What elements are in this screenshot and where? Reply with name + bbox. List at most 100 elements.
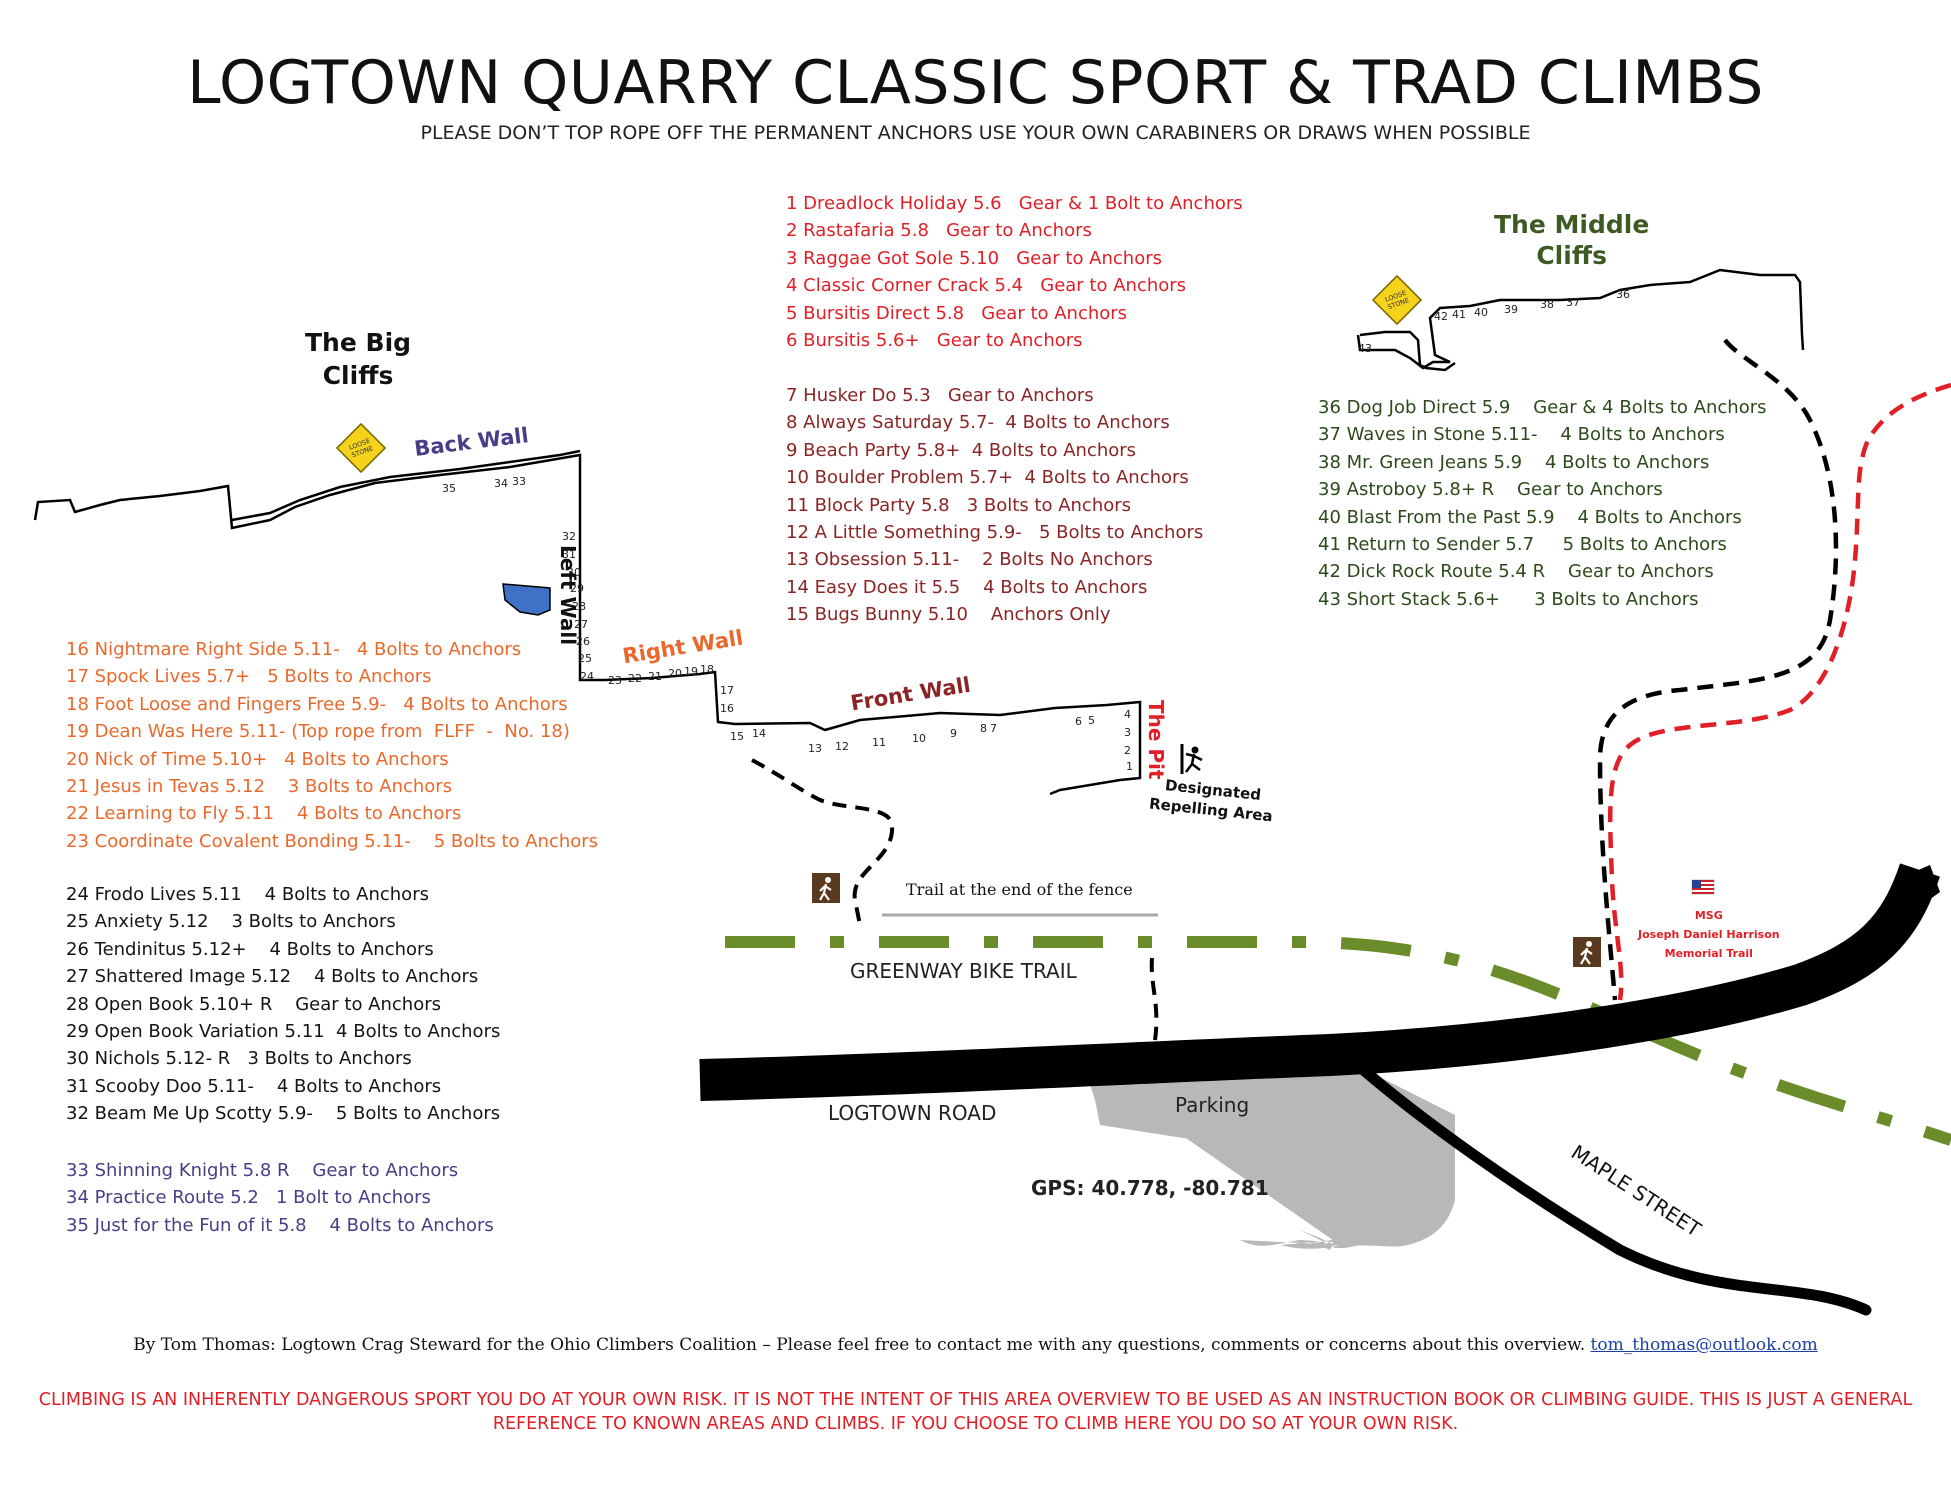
gps-coordinates: GPS: 40.778, -80.781	[1031, 1176, 1269, 1200]
route-item: 10 Boulder Problem 5.7+ 4 Bolts to Ancho…	[786, 467, 1189, 489]
routes-list-front-wall: 7 Husker Do 5.3 Gear to Anchors 8 Always…	[786, 382, 1203, 629]
route-number-label: 33	[512, 475, 526, 488]
route-number-label: 35	[442, 482, 456, 495]
route-item: 19 Dean Was Here 5.11- (Top rope from FL…	[66, 721, 570, 743]
email-link[interactable]: tom_thomas@outlook.com	[1590, 1335, 1818, 1355]
route-number-label: 30	[567, 566, 581, 579]
route-number-label: 27	[574, 618, 588, 631]
big-cliffs-outline	[33, 453, 1142, 796]
credit-line: By Tom Thomas: Logtown Crag Steward for …	[0, 1335, 1951, 1355]
route-number-label: 42	[1434, 310, 1448, 323]
route-item: 22 Learning to Fly 5.11 4 Bolts to Ancho…	[66, 803, 462, 825]
route-number-label: 28	[572, 600, 586, 613]
routes-list-left-wall: 24 Frodo Lives 5.11 4 Bolts to Anchors 2…	[66, 881, 500, 1128]
logtown-road-label: LOGTOWN ROAD	[828, 1101, 997, 1125]
trail-to-middle-cliffs	[1597, 338, 1839, 1001]
route-number-label: 5	[1088, 714, 1095, 727]
route-item: 24 Frodo Lives 5.11 4 Bolts to Anchors	[66, 884, 429, 905]
route-item: 11 Block Party 5.8 3 Bolts to Anchors	[786, 494, 1132, 516]
route-number-label: 26	[576, 635, 590, 648]
route-number-label: 40	[1474, 306, 1488, 319]
route-item: 38 Mr. Green Jeans 5.9 4 Bolts to Anchor…	[1318, 451, 1710, 473]
route-item: 13 Obsession 5.11- 2 Bolts No Anchors	[786, 549, 1153, 571]
route-item: 1 Dreadlock Holiday 5.6 Gear & 1 Bolt to…	[786, 193, 1243, 214]
route-item: 12 A Little Something 5.9- 5 Bolts to An…	[786, 521, 1204, 543]
route-number-label: 4	[1124, 708, 1131, 721]
greenway-label: GREENWAY BIKE TRAIL	[850, 959, 1077, 983]
trail-fence-label: Trail at the end of the fence	[906, 880, 1133, 899]
route-item: 5 Bursitis Direct 5.8 Gear to Anchors	[786, 302, 1128, 324]
route-item: 16 Nightmare Right Side 5.11- 4 Bolts to…	[66, 639, 522, 660]
route-item: 14 Easy Does it 5.5 4 Bolts to Anchors	[786, 576, 1148, 598]
flag-icon	[1691, 879, 1715, 895]
route-number-label: 19	[684, 665, 698, 678]
hiker-icon	[812, 873, 840, 903]
trail-from-road	[1149, 957, 1159, 1041]
pond	[502, 583, 551, 616]
route-item: 43 Short Stack 5.6+ 3 Bolts to Anchors	[1318, 588, 1699, 610]
route-number-label: 37	[1566, 296, 1580, 309]
route-number-label: 43	[1358, 342, 1372, 355]
route-number-label: 6	[1075, 715, 1082, 728]
route-number-label: 39	[1504, 303, 1518, 316]
hiker-icon	[1573, 937, 1601, 967]
route-item: 20 Nick of Time 5.10+ 4 Bolts to Anchors	[66, 748, 449, 770]
route-number-label: 8	[980, 722, 987, 735]
route-item: 7 Husker Do 5.3 Gear to Anchors	[786, 385, 1094, 406]
logtown-road	[699, 863, 1940, 1101]
left-wall-label: Left Wall	[556, 545, 580, 646]
route-item: 42 Dick Rock Route 5.4 R Gear to Anchors	[1318, 561, 1714, 583]
route-item: 6 Bursitis 5.6+ Gear to Anchors	[786, 329, 1083, 351]
route-number-label: 12	[835, 740, 849, 753]
route-number-label: 31	[562, 548, 576, 561]
route-item: 35 Just for the Fun of it 5.8 4 Bolts to…	[66, 1214, 494, 1236]
middle-cliffs-lower	[1359, 330, 1456, 372]
trail-to-front-wall	[751, 758, 895, 926]
route-number-label: 21	[648, 670, 662, 683]
routes-list-back-wall: 33 Shinning Knight 5.8 R Gear to Anchors…	[66, 1157, 494, 1239]
route-item: 36 Dog Job Direct 5.9 Gear & 4 Bolts to …	[1318, 397, 1767, 418]
route-item: 2 Rastafaria 5.8 Gear to Anchors	[786, 220, 1092, 242]
route-number-label: 32	[562, 530, 576, 543]
route-number-label: 7	[990, 722, 997, 735]
route-number-label: 14	[752, 727, 766, 740]
route-numbers-back: 35 34 33	[442, 475, 526, 495]
route-item: 4 Classic Corner Crack 5.4 Gear to Ancho…	[786, 275, 1187, 297]
route-item: 33 Shinning Knight 5.8 R Gear to Anchors	[66, 1160, 459, 1181]
route-number-label: 11	[872, 736, 886, 749]
route-item: 23 Coordinate Covalent Bonding 5.11- 5 B…	[66, 830, 599, 852]
route-number-label: 24	[580, 670, 594, 683]
route-number-label: 23	[608, 674, 622, 687]
route-number-label: 22	[628, 672, 642, 685]
route-item: 41 Return to Sender 5.7 5 Bolts to Ancho…	[1318, 533, 1727, 555]
routes-list-pit: 1 Dreadlock Holiday 5.6 Gear & 1 Bolt to…	[786, 190, 1243, 354]
big-cliffs-label: The Big Cliffs	[305, 328, 412, 390]
route-number-label: 15	[730, 730, 744, 743]
route-number-label: 41	[1452, 308, 1466, 321]
route-item: 40 Blast From the Past 5.9 4 Bolts to An…	[1318, 506, 1742, 528]
route-number-label: 9	[950, 727, 957, 740]
route-number-label: 29	[570, 582, 584, 595]
page-title: LOGTOWN QUARRY CLASSIC SPORT & TRAD CLIM…	[187, 48, 1764, 118]
route-number-label: 36	[1616, 288, 1630, 301]
routes-list-middle-cliffs: 36 Dog Job Direct 5.9 Gear & 4 Bolts to …	[1318, 394, 1766, 613]
route-number-label: 16	[720, 702, 734, 715]
maple-street	[1346, 1054, 1872, 1316]
middle-cliffs-label: The Middle Cliffs	[1494, 210, 1650, 270]
route-item: 32 Beam Me Up Scotty 5.9- 5 Bolts to Anc…	[66, 1103, 501, 1125]
middle-cliffs-outline	[1356, 268, 1805, 370]
route-item: 3 Raggae Got Sole 5.10 Gear to Anchors	[786, 247, 1162, 269]
parking-label: Parking	[1175, 1093, 1250, 1117]
route-item: 21 Jesus in Tevas 5.12 3 Bolts to Anchor…	[66, 775, 453, 797]
route-number-label: 34	[494, 477, 508, 490]
back-wall-line	[231, 449, 581, 522]
route-number-label: 17	[720, 684, 734, 697]
route-item: 17 Spock Lives 5.7+ 5 Bolts to Anchors	[66, 666, 432, 688]
route-item: 27 Shattered Image 5.12 4 Bolts to Ancho…	[66, 966, 479, 988]
route-item: 28 Open Book 5.10+ R Gear to Anchors	[66, 993, 442, 1015]
loose-stone-sign-icon	[335, 422, 387, 474]
route-item: 39 Astroboy 5.8+ R Gear to Anchors	[1318, 479, 1663, 501]
route-item: 34 Practice Route 5.2 1 Bolt to Anchors	[66, 1187, 431, 1209]
route-number-label: 25	[578, 652, 592, 665]
